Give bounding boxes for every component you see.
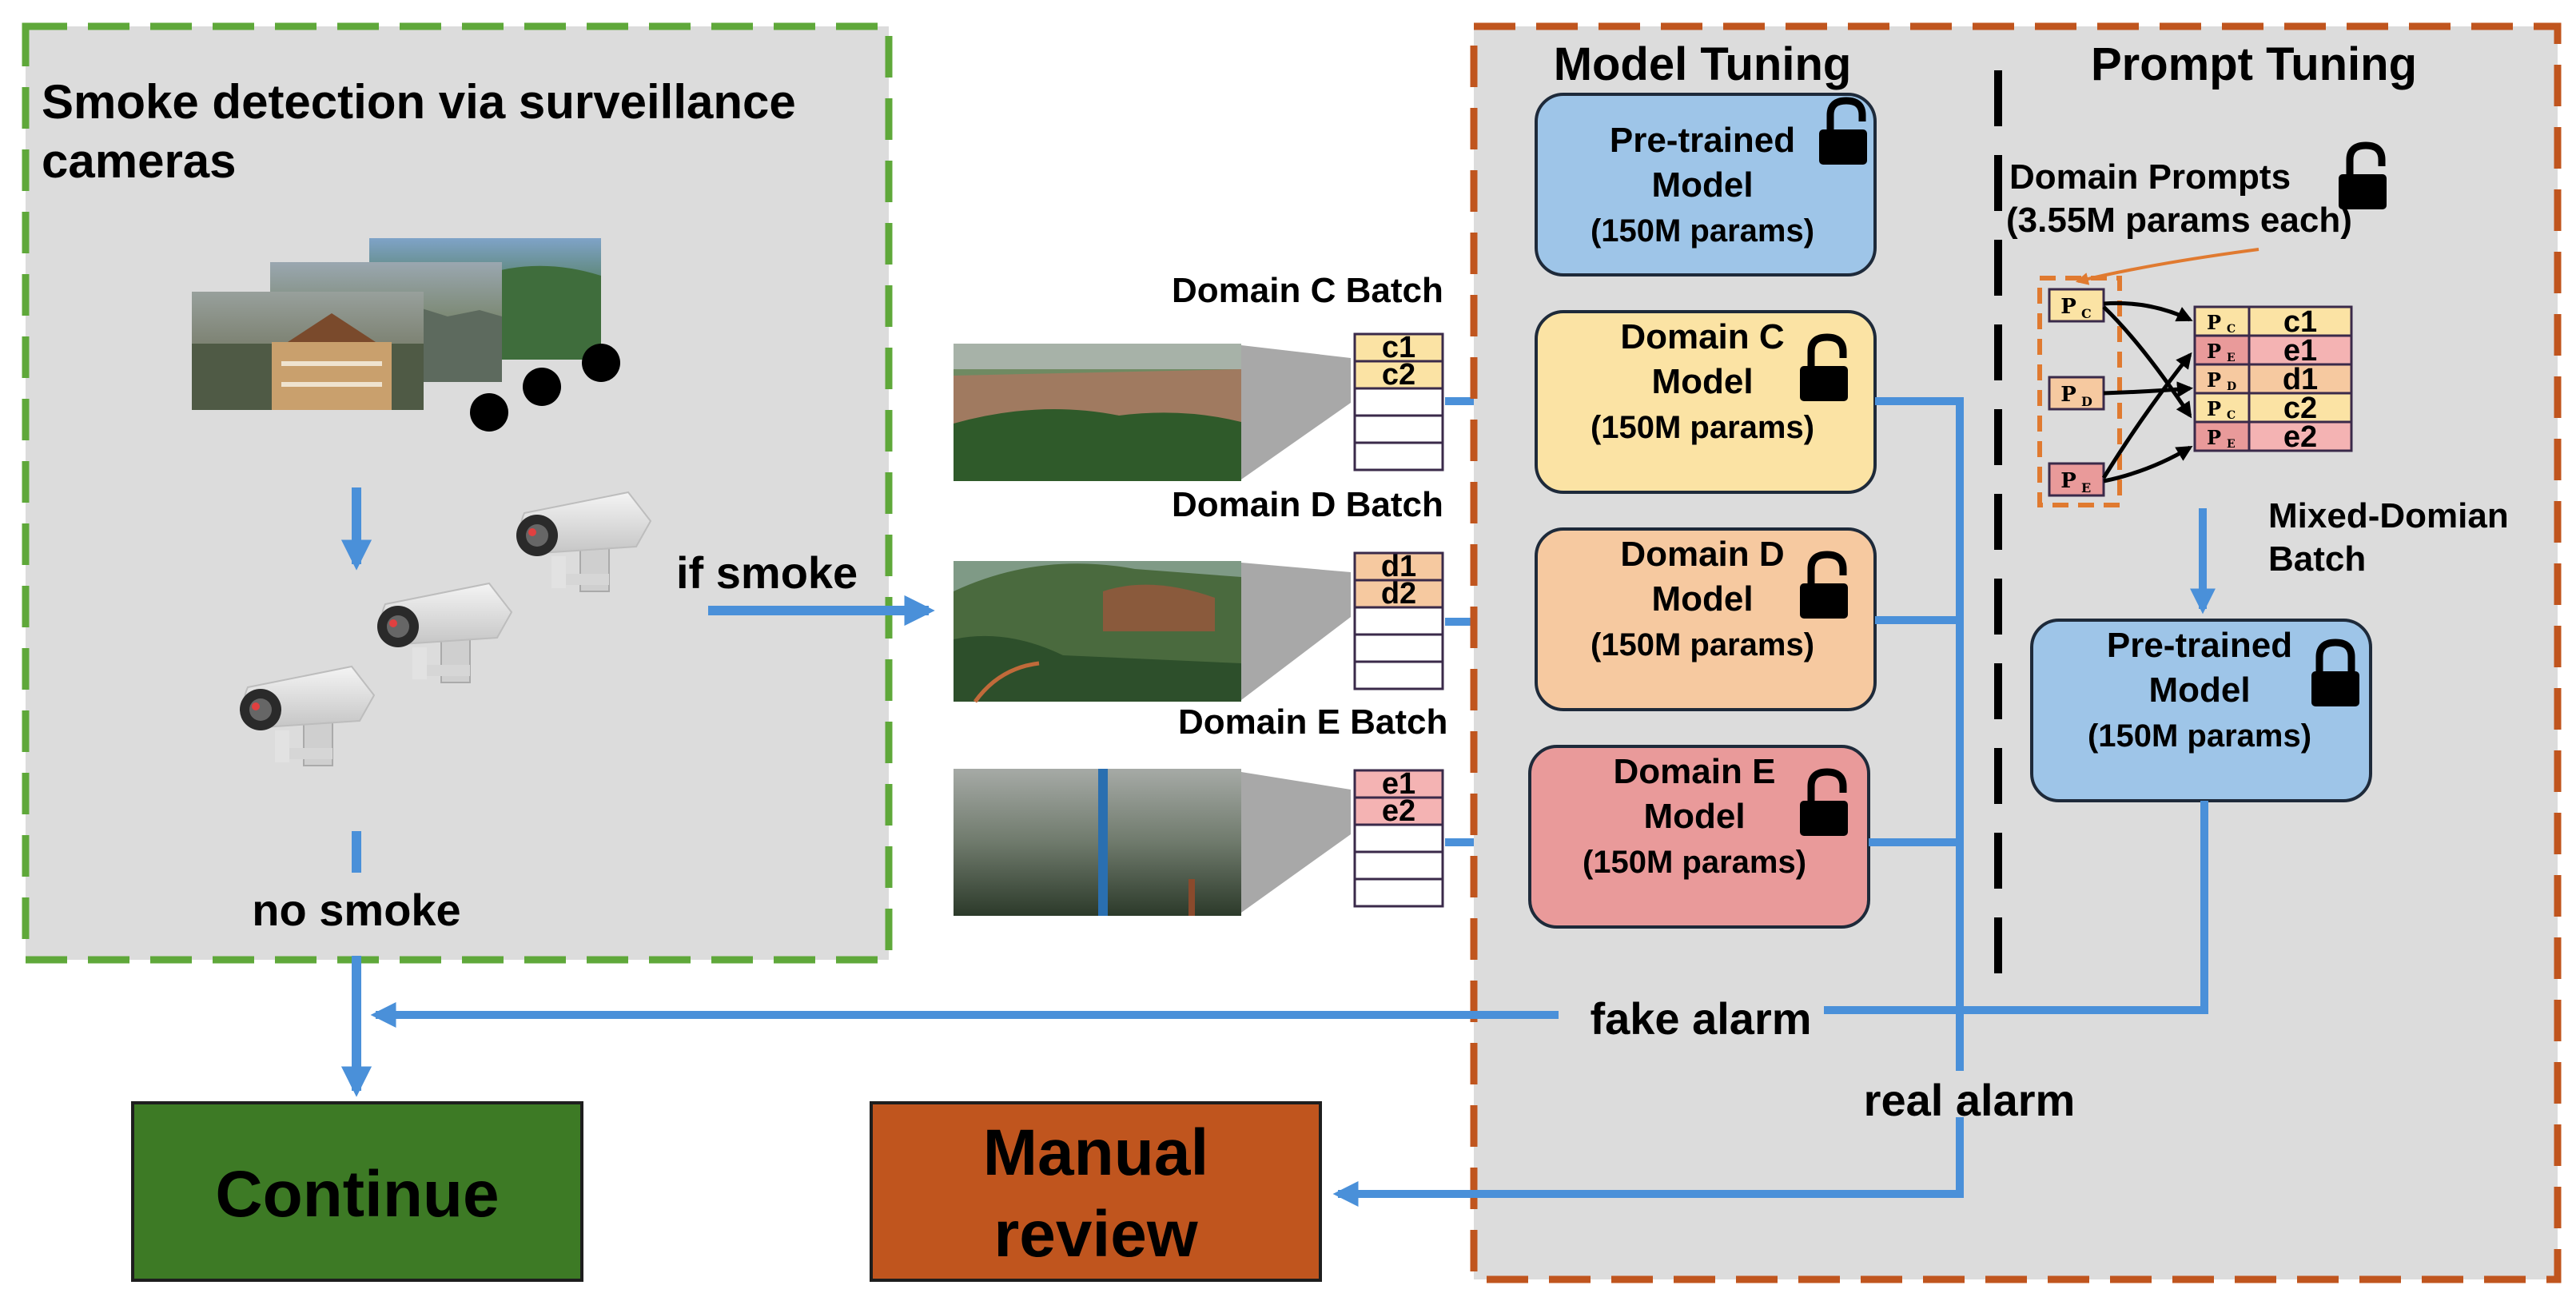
unlock-icon xyxy=(1800,333,1848,401)
batch-c-label: Domain C Batch xyxy=(1172,271,1443,310)
batch-d-stack: d1 d2 xyxy=(1353,550,1444,690)
camera-3 xyxy=(240,665,376,766)
pretrained-model-box: Pre-trained Model (150M params) xyxy=(1535,93,1877,277)
svg-text:Domain E: Domain E xyxy=(1614,752,1776,791)
mixed-domain-batch: P C c1 P E e1 P D d1 P C c2 P E e2 xyxy=(2193,305,2353,454)
prompt-pc: P C xyxy=(2048,288,2105,323)
svg-text:E: E xyxy=(2081,480,2091,495)
camera-1 xyxy=(516,491,652,592)
svg-text:Pre-trained: Pre-trained xyxy=(2107,626,2292,665)
svg-text:(150M params): (150M params) xyxy=(1591,213,1814,249)
svg-text:d1: d1 xyxy=(2283,363,2318,396)
camera-2 xyxy=(377,582,513,683)
model-tuning-header: Model Tuning xyxy=(1554,38,1852,90)
svg-text:P: P xyxy=(2060,469,2076,493)
panel-title-line2: cameras xyxy=(42,134,237,188)
prompt-connections xyxy=(2101,300,2193,483)
manual-review-line2: review xyxy=(993,1198,1198,1271)
batch-e-photo xyxy=(954,769,1241,916)
svg-text:(150M params): (150M params) xyxy=(1583,845,1806,880)
batch-e-item-1: e1 xyxy=(1382,767,1415,801)
real-alarm-label: real alarm xyxy=(1864,1075,2076,1125)
panel-title-line1: Smoke detection via surveillance xyxy=(42,75,796,129)
batch-e-item-2: e2 xyxy=(1382,794,1415,828)
svg-text:e2: e2 xyxy=(2283,420,2317,454)
if-smoke-label: if smoke xyxy=(676,547,858,598)
svg-text:Model: Model xyxy=(1651,165,1753,205)
unlock-icon xyxy=(1800,768,1848,836)
batch-c-item-2: c2 xyxy=(1382,358,1415,392)
unlock-icon xyxy=(1819,97,1867,165)
svg-text:P: P xyxy=(2207,311,2221,334)
svg-text:C: C xyxy=(2081,306,2092,321)
svg-text:P: P xyxy=(2207,397,2221,420)
svg-text:Model: Model xyxy=(2148,670,2250,710)
continue-label: Continue xyxy=(215,1158,499,1231)
batch-c-stack: c1 c2 xyxy=(1353,331,1444,471)
svg-text:P: P xyxy=(2060,383,2076,407)
domain-c-model-box: Domain C Model (150M params) xyxy=(1535,310,1877,494)
mixed-batch-label-line2: Batch xyxy=(2268,539,2366,579)
svg-text:P: P xyxy=(2060,295,2076,319)
dot-1 xyxy=(470,393,508,432)
funnel-c xyxy=(1241,345,1351,479)
svg-text:Model: Model xyxy=(1643,797,1745,836)
surveillance-photos xyxy=(192,238,601,410)
svg-text:(150M params): (150M params) xyxy=(1591,627,1814,662)
prompt-pe: P E xyxy=(2048,462,2105,497)
manual-review-line1: Manual xyxy=(983,1116,1208,1189)
svg-text:D: D xyxy=(2227,380,2236,393)
manual-review-box: Manual review xyxy=(870,1101,1322,1282)
svg-text:C: C xyxy=(2227,323,2236,336)
svg-text:e1: e1 xyxy=(2283,334,2317,368)
mixed-batch-label-line1: Mixed-Domian xyxy=(2268,496,2509,535)
svg-text:P: P xyxy=(2207,368,2221,392)
batch-d-item-1: d1 xyxy=(1381,550,1416,583)
domain-d-model-box: Domain D Model (150M params) xyxy=(1535,527,1877,711)
prompt-pd: P D xyxy=(2048,376,2105,411)
domain-prompts-params: (3.55M params each) xyxy=(2006,201,2352,240)
dot-2 xyxy=(523,368,561,406)
funnel-e xyxy=(1241,772,1351,913)
batch-e-stack: e1 e2 xyxy=(1353,767,1444,908)
batch-e-label: Domain E Batch xyxy=(1178,702,1447,742)
batch-c-item-1: c1 xyxy=(1382,331,1415,364)
svg-text:P: P xyxy=(2207,426,2221,449)
svg-text:P: P xyxy=(2207,340,2221,363)
domain-e-model-box: Domain E Model (150M params) xyxy=(1528,745,1870,929)
svg-text:E: E xyxy=(2227,352,2236,364)
svg-text:Domain D: Domain D xyxy=(1620,535,1784,574)
svg-text:c1: c1 xyxy=(2283,305,2317,339)
svg-text:c2: c2 xyxy=(2283,392,2317,425)
no-smoke-label: no smoke xyxy=(252,885,460,935)
continue-box: Continue xyxy=(131,1101,583,1282)
svg-text:Model: Model xyxy=(1651,362,1753,401)
prompt-tuning-header: Prompt Tuning xyxy=(2091,38,2417,90)
svg-text:Domain C: Domain C xyxy=(1620,317,1784,356)
svg-text:D: D xyxy=(2081,394,2092,409)
batch-c-photo xyxy=(954,344,1241,481)
lock-icon xyxy=(2311,639,2359,706)
svg-text:Pre-trained: Pre-trained xyxy=(1610,121,1795,160)
unlock-icon xyxy=(1800,551,1848,619)
svg-text:E: E xyxy=(2227,438,2236,451)
batch-d-item-2: d2 xyxy=(1381,577,1416,611)
batch-d-label: Domain D Batch xyxy=(1172,485,1443,524)
svg-text:(150M params): (150M params) xyxy=(2088,718,2311,754)
svg-text:Model: Model xyxy=(1651,579,1753,619)
fake-alarm-label: fake alarm xyxy=(1590,993,1811,1044)
funnel-d xyxy=(1241,563,1351,700)
dot-3 xyxy=(582,344,620,382)
batch-d-photo xyxy=(954,561,1241,703)
domain-prompts-label: Domain Prompts xyxy=(2009,157,2291,197)
smoke-detection-panel xyxy=(22,22,893,964)
svg-text:(150M params): (150M params) xyxy=(1591,410,1814,445)
svg-text:C: C xyxy=(2227,409,2236,422)
unlock-icon xyxy=(2339,141,2387,209)
